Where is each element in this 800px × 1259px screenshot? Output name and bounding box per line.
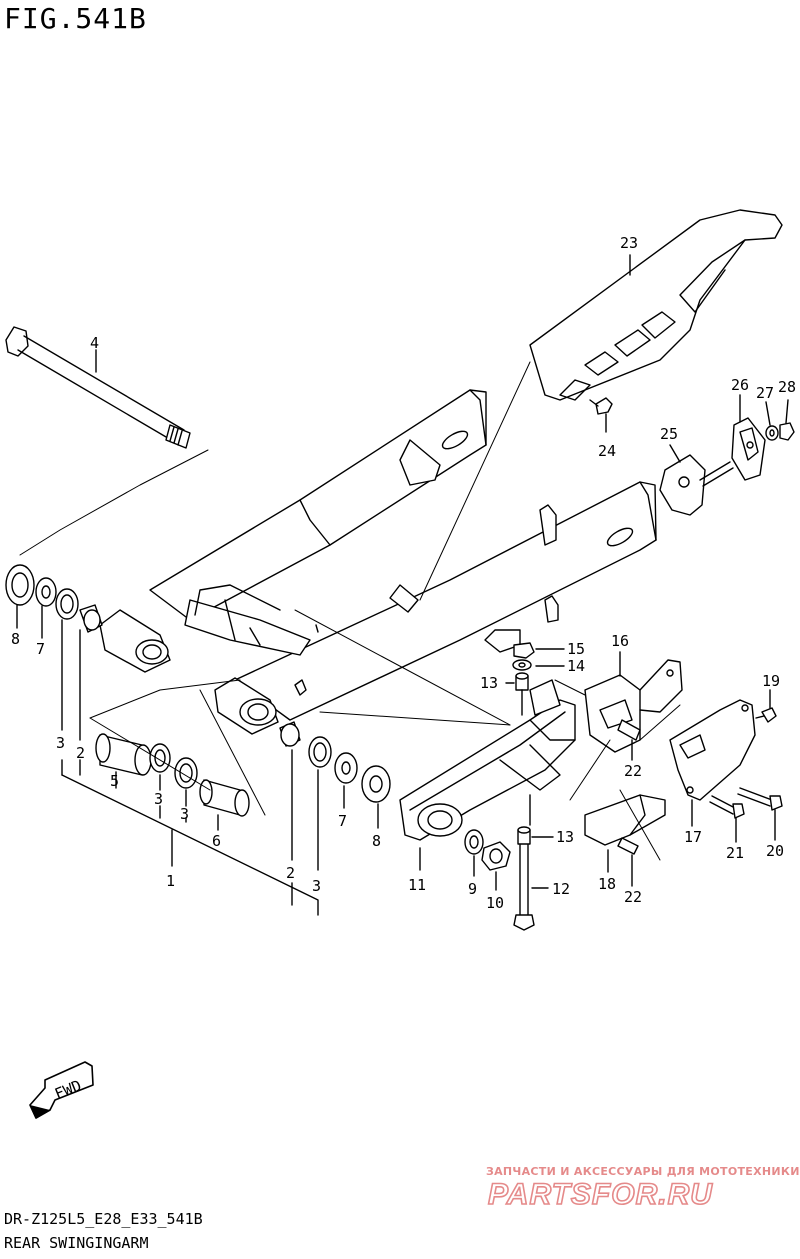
chain-slider[interactable] [399,679,576,841]
callout-22: 22 [624,762,642,780]
adjuster-washer[interactable] [765,425,779,441]
bolt-21[interactable] [709,795,745,819]
pin-22-upper[interactable] [617,719,641,741]
rubber-guide-18[interactable] [584,794,666,846]
washer-left[interactable] [35,577,57,607]
callout-13: 13 [556,828,574,846]
callout-1: 1 [166,872,175,890]
callout-3: 3 [56,734,65,752]
callout-13: 13 [480,674,498,692]
callout-7: 7 [36,640,45,658]
callout-7: 7 [338,812,347,830]
callout-4: 4 [90,334,99,352]
nut-15[interactable] [513,642,535,659]
callout-16: 16 [611,632,629,650]
bolt-12[interactable] [513,844,535,931]
swingarm[interactable] [99,389,657,735]
washer-14[interactable] [512,659,532,671]
callout-23: 23 [620,234,638,252]
callout-14: 14 [567,657,585,675]
washer-right[interactable] [334,752,358,784]
callout-6: 6 [212,832,221,850]
callout-2: 2 [76,744,85,762]
spacer-right[interactable] [279,721,301,747]
figure-title: FIG.541B [4,2,147,35]
washer-9[interactable] [464,829,484,855]
callout-28: 28 [778,378,796,396]
callout-8: 8 [11,630,20,648]
oil-seal-left[interactable] [5,564,35,606]
bearing-left[interactable] [55,588,79,620]
callout-22: 22 [624,888,642,906]
callout-17: 17 [684,828,702,846]
callout-3: 3 [180,805,189,823]
nut-10[interactable] [481,841,511,871]
watermark-logo-text: PARTSFOR.RU [488,1178,713,1210]
callout-18: 18 [598,875,616,893]
collar-13-bottom[interactable] [517,826,531,845]
guide-plate-17[interactable] [669,699,756,801]
callout-25: 25 [660,425,678,443]
figure-name: REAR SWINGINGARM [4,1234,149,1252]
callout-2: 2 [286,864,295,882]
callout-15: 15 [567,640,585,658]
callout-20: 20 [766,842,784,860]
pivot-axle-bolt[interactable] [5,326,191,449]
callout-10: 10 [486,894,504,912]
bolt-19[interactable] [755,707,777,723]
oil-seal-right[interactable] [361,765,391,803]
callout-26: 26 [731,376,749,394]
watermark-caption: ЗАПЧАСТИ И АКСЕССУАРЫ ДЛЯ МОТОТЕХНИКИ [486,1165,800,1178]
callout-21: 21 [726,844,744,862]
chain-adjuster-plate[interactable] [659,454,734,516]
pin-22-lower[interactable] [617,837,639,855]
bearing-3a[interactable] [149,743,171,773]
collar-13-top[interactable] [515,672,529,691]
model-code: DR-Z125L5_E28_E33_541B [4,1210,203,1228]
callout-8: 8 [372,832,381,850]
callout-3: 3 [154,790,163,808]
bearing-3b[interactable] [174,757,198,789]
spacer-5[interactable] [95,733,152,776]
callout-19: 19 [762,672,780,690]
guard-screw[interactable] [589,397,613,415]
watermark-logo: PARTSFOR.RU [487,1177,713,1210]
chain-guard[interactable] [529,209,783,401]
spacer-left[interactable] [79,604,103,633]
callout-27: 27 [756,384,774,402]
callout-11: 11 [408,876,426,894]
adjuster-nut[interactable] [779,422,795,441]
callout-12: 12 [552,880,570,898]
callout-5: 5 [110,772,119,790]
bolt-20[interactable] [737,787,783,811]
callout-9: 9 [468,880,477,898]
fwd-arrow-icon [29,1061,94,1119]
callout-24: 24 [598,442,616,460]
adjuster-cap[interactable] [731,417,766,481]
callout-3: 3 [312,877,321,895]
spacer-6[interactable] [199,779,250,817]
bearing-right[interactable] [308,736,332,768]
